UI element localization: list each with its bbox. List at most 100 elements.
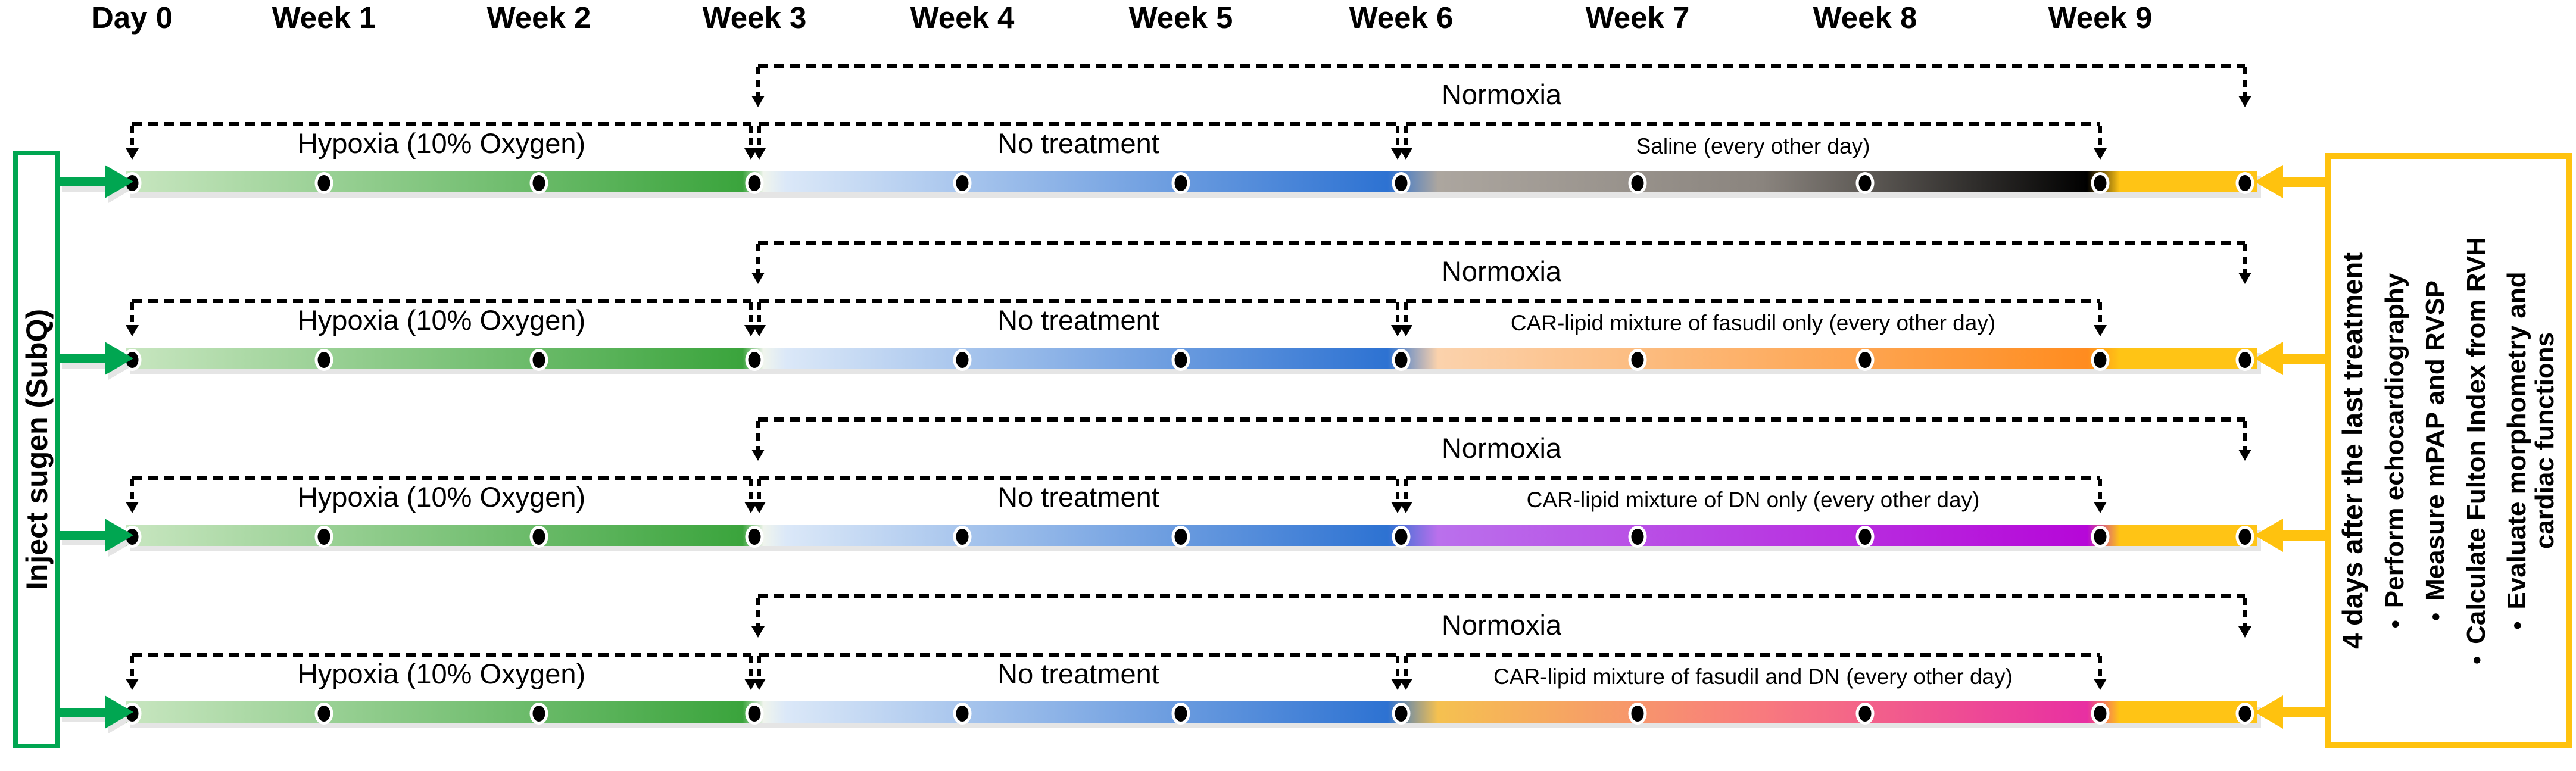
dashed-line (1406, 299, 2100, 303)
timeline-bar (126, 525, 2257, 546)
timepoint-dot (953, 172, 972, 194)
timepoint-dot (314, 349, 333, 371)
bullet-icon: • (2463, 655, 2490, 664)
timepoint-dot (1392, 526, 1411, 548)
down-arrow-icon (2238, 598, 2251, 638)
down-arrow-icon (2238, 421, 2251, 461)
timepoint-dot (1171, 172, 1190, 194)
week-label: Day 0 (91, 1, 173, 35)
endpoint-bullet-item: • Measure mPAP and RVSP (2421, 168, 2450, 733)
dashed-line (758, 64, 2245, 68)
dashed-line (132, 476, 751, 480)
week-label: Week 2 (486, 1, 591, 35)
timepoint-dot (953, 526, 972, 548)
timepoint-dot (2091, 526, 2110, 548)
timepoint-dot (529, 349, 548, 371)
bullet-icon: • (2382, 619, 2409, 628)
bullet-icon: • (2504, 621, 2531, 630)
timepoint-dot (1171, 349, 1190, 371)
yellow-arrow-head-icon (2254, 165, 2283, 198)
yellow-arrow-head-icon (2254, 342, 2283, 375)
down-arrow-icon (1399, 479, 1412, 513)
timepoint-dot (1855, 349, 1875, 371)
timepoint-dot (314, 526, 333, 548)
timepoint-dot (1392, 349, 1411, 371)
timeline-bar (126, 348, 2257, 369)
green-arrow (58, 708, 107, 717)
timeline-row: Normoxia (0, 594, 2576, 771)
treatment-label: Saline (every other day) (1636, 134, 1870, 158)
down-arrow-icon (753, 126, 766, 160)
week-label: Week 4 (910, 1, 1015, 35)
timepoint-dot (1855, 526, 1875, 548)
timepoint-dot (529, 172, 548, 194)
timepoint-dot (2091, 703, 2110, 725)
yellow-arrow (2281, 707, 2327, 717)
hypoxia-label: Hypoxia (10% Oxygen) (297, 304, 586, 336)
treatment-label: CAR-lipid mixture of DN only (every othe… (1526, 488, 1980, 512)
down-arrow-icon (2238, 67, 2251, 107)
no-treatment-label: No treatment (997, 481, 1159, 513)
week-label: Week 6 (1349, 1, 1454, 35)
normoxia-bracket (751, 64, 2251, 107)
treatment-bracket (1399, 122, 2107, 160)
hypoxia-label: Hypoxia (10% Oxygen) (297, 127, 586, 159)
timepoint-dot (529, 526, 548, 548)
yellow-arrow (2281, 354, 2327, 364)
timepoint-dot (314, 172, 333, 194)
green-arrow-head-icon (105, 519, 133, 552)
endpoint-assessment-box: 4 days after the last treatment • Perfor… (2325, 153, 2572, 748)
treatment-label: CAR-lipid mixture of fasudil and DN (eve… (1493, 664, 2013, 689)
endpoint-assessment-text: 4 days after the last treatment • Perfor… (2337, 168, 2560, 733)
dashed-line (759, 299, 1398, 303)
timeline-row: Normoxia (0, 241, 2576, 417)
endpoint-bullet-item: • Evaluate morphometry and cardiac funct… (2502, 168, 2560, 733)
normoxia-bracket (751, 594, 2251, 638)
down-arrow-icon (751, 244, 765, 284)
timepoint-dot (745, 349, 764, 371)
timepoint-dot (745, 526, 764, 548)
down-arrow-icon (1399, 656, 1412, 690)
dashed-line (132, 299, 751, 303)
endpoint-bullet-text: Measure mPAP and RVSP (2421, 280, 2450, 601)
timepoint-dot (745, 703, 764, 725)
down-arrow-icon (2238, 244, 2251, 284)
timepoint-dot (1392, 172, 1411, 194)
treatment-bracket (1399, 299, 2107, 336)
yellow-arrow-head-icon (2254, 695, 2283, 729)
timepoint-dot (2235, 172, 2254, 194)
timeline-row: Normoxia (0, 64, 2576, 241)
dashed-line (758, 594, 2245, 598)
down-arrow-icon (753, 479, 766, 513)
down-arrow-icon (126, 656, 139, 690)
hypoxia-bracket (126, 476, 757, 513)
down-arrow-icon (126, 126, 139, 160)
dashed-line (1406, 122, 2100, 126)
yellow-arrow (2281, 177, 2327, 187)
green-arrow-head-icon (105, 165, 133, 198)
normoxia-bracket (751, 417, 2251, 461)
dashed-line (1406, 653, 2100, 657)
normoxia-label: Normoxia (1441, 79, 1562, 110)
dashed-line (758, 241, 2245, 245)
dashed-line (759, 653, 1398, 657)
yellow-arrow-head-icon (2254, 519, 2283, 552)
down-arrow-icon (2094, 302, 2107, 336)
dashed-line (1406, 476, 2100, 480)
timepoint-dot (2235, 349, 2254, 371)
no-treatment-label: No treatment (997, 658, 1159, 689)
treatment-bracket (1399, 653, 2107, 690)
timepoint-dot (529, 703, 548, 725)
green-arrow (58, 354, 107, 363)
week-label: Week 8 (1813, 1, 1917, 35)
timepoint-dot (2235, 526, 2254, 548)
dashed-line (132, 122, 751, 126)
down-arrow-icon (126, 479, 139, 513)
inject-sugen-label: Inject sugen (SubQ) (20, 308, 54, 591)
timepoint-dot (1628, 349, 1647, 371)
dashed-line (758, 417, 2245, 422)
dashed-line (759, 122, 1398, 126)
hypoxia-label: Hypoxia (10% Oxygen) (297, 481, 586, 513)
week-label: Week 5 (1128, 1, 1233, 35)
no-treatment-bracket (753, 476, 1404, 513)
